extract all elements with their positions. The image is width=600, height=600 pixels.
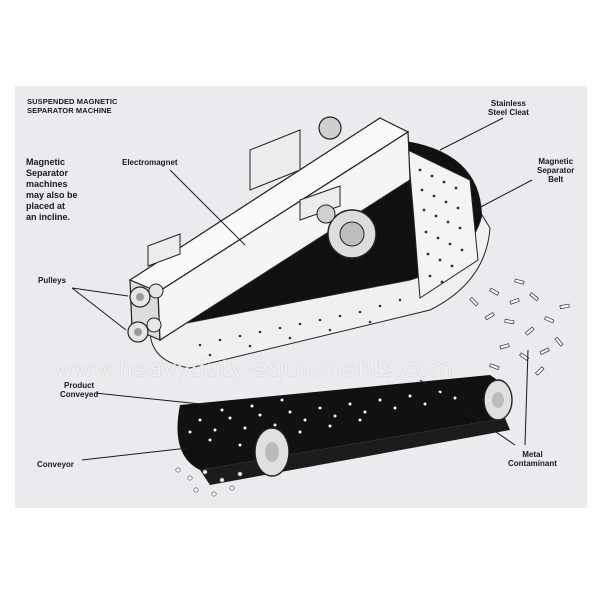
- falling-product: [175, 467, 243, 497]
- separator-belt: [148, 140, 482, 368]
- mounting-bracket-3: [299, 185, 341, 221]
- drive-pulley-inner: [339, 221, 365, 247]
- label-conveyor: Conveyor: [37, 460, 74, 469]
- label-stainless-steel-cleat: Stainless Steel Cleat: [488, 99, 529, 117]
- metal-contaminants: [469, 278, 570, 376]
- cleat-panel: [407, 149, 479, 299]
- left-pulley-side-2: [146, 317, 162, 333]
- label-pulleys: Pulleys: [38, 276, 67, 285]
- diagram-title: SUSPENDED MAGNETIC SEPARATOR MACHINE: [27, 97, 118, 115]
- label-magnetic-separator-belt: Magnetic Separator Belt: [537, 157, 575, 184]
- left-pulley-top-hub: [136, 293, 144, 301]
- incline-note: Magnetic Separator machines may also be …: [26, 157, 78, 222]
- label-metal-contaminant: Metal Contaminant: [508, 450, 557, 468]
- product-particles: [188, 390, 457, 447]
- watermark-text: www.heavyduty-equipments.com: [55, 356, 454, 382]
- top-pulley: [318, 116, 342, 140]
- label-electromagnet: Electromagnet: [122, 158, 178, 167]
- left-pulley-side-1: [148, 283, 164, 299]
- conveyor-roller-right-hub: [492, 392, 504, 408]
- mounting-bracket: [249, 129, 301, 191]
- left-pulley-bottom-hub: [134, 328, 142, 336]
- label-product-conveyed: Product Conveyed: [60, 381, 99, 399]
- drive-gear: [316, 204, 336, 224]
- mounting-bracket-2: [147, 233, 181, 267]
- cleat-dots: [198, 168, 464, 357]
- leader-lines: [71, 117, 533, 461]
- conveyor-roller-left-hub: [265, 442, 279, 462]
